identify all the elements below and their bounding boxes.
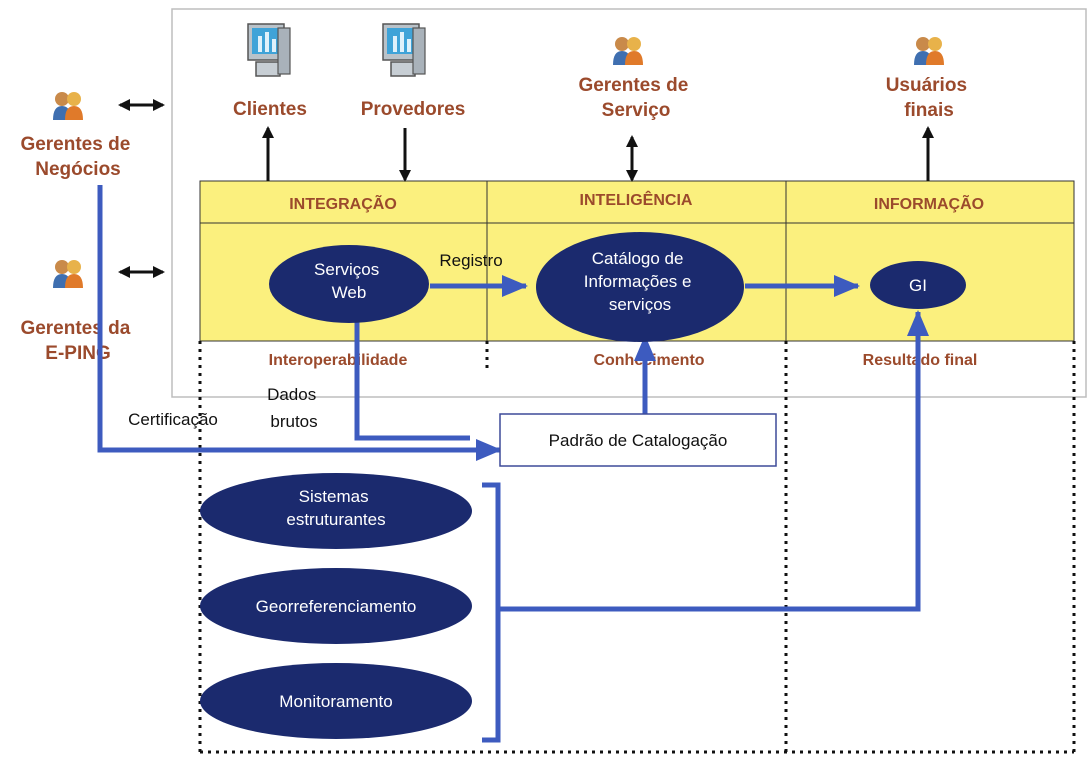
edge-label-registro: Registro <box>439 251 502 270</box>
sistemas-line-1: Sistemas <box>299 487 369 506</box>
node-catalogo <box>536 232 744 342</box>
node-sistemas-estruturantes <box>200 473 472 549</box>
gi-label: GI <box>909 276 927 295</box>
footer-conhecimento: Conhecimento <box>593 352 704 369</box>
header-integracao: INTEGRAÇÃO <box>289 193 397 213</box>
actor-clientes: Clientes <box>233 99 307 120</box>
header-inteligencia: INTELIGÊNCIA <box>580 190 693 209</box>
servicos-web-line-2: Web <box>332 283 367 302</box>
monitoramento-label: Monitoramento <box>279 692 392 711</box>
svg-text:Serviços Web: Serviços Web <box>314 260 384 302</box>
svg-text:Sistemas estruturantes: Sistemas estruturantes <box>286 487 385 529</box>
actor-usuarios-finais: Usuários finais <box>886 75 973 121</box>
dotted-boundaries <box>198 341 1076 754</box>
node-gi <box>870 261 966 309</box>
edge-label-certificacao: Certificação <box>128 410 218 429</box>
svg-text:Catálogo de Informações e: Catálogo de Informações e serviços <box>584 249 696 314</box>
edge-label-dados-brutos: Dados brutos <box>267 385 321 431</box>
header-informacao: INFORMAÇÃO <box>874 193 984 213</box>
node-monitoramento <box>200 663 472 739</box>
node-georreferenciamento <box>200 568 472 644</box>
servicos-web-line-1: Serviços <box>314 260 379 279</box>
actor-gerentes-negocios: Gerentes de Negócios <box>20 134 135 180</box>
people-icon <box>53 92 83 120</box>
blue-flows <box>97 185 929 743</box>
actor-gerentes-eping: Gerentes da E-PING <box>20 318 135 364</box>
footer-interoperabilidade: Interoperabilidade <box>269 352 408 369</box>
black-arrows <box>118 99 934 278</box>
node-padrao-catalogacao <box>499 413 777 467</box>
catalogo-line-1: Catálogo de <box>592 249 684 268</box>
actor-provedores: Provedores <box>361 99 466 120</box>
people-icon <box>53 260 83 288</box>
node-servicos-web <box>269 245 429 323</box>
sistemas-line-2: estruturantes <box>286 510 385 529</box>
catalogo-line-3: serviços <box>609 295 671 314</box>
georreferenciamento-label: Georreferenciamento <box>256 597 417 616</box>
catalogo-line-2: Informações e <box>584 272 692 291</box>
padrao-label: Padrão de Catalogação <box>549 431 728 450</box>
actor-gerentes-servico: Gerentes de Serviço <box>578 75 693 121</box>
